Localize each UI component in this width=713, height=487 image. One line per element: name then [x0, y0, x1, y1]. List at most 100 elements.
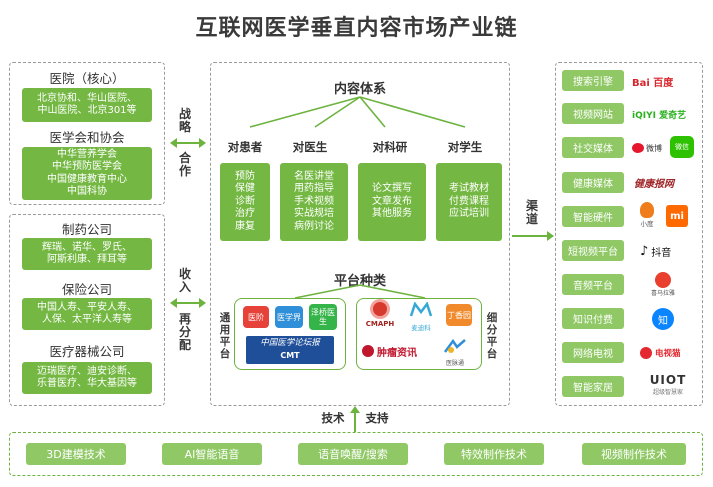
patient-line-4: 治疗 — [235, 208, 255, 220]
pharma-box: 辉瑞、诺华、罗氏、 阿斯利康、拜耳等 — [22, 238, 152, 270]
uiot-logo: UIOT 超级智慧家 — [640, 373, 696, 401]
niche-platform-label: 细分平台 — [486, 312, 498, 360]
dingxiang-logo: 丁香园 — [446, 304, 472, 326]
mini-app-logo: 医脉通 — [438, 338, 472, 367]
research-box: 论文撰写 文章发布 其他服务 — [358, 163, 426, 241]
baidu-logo: Bai 百度 — [632, 77, 674, 89]
douyin-note-icon: ♪ — [640, 243, 649, 259]
channel-paid-knowledge: 知识付费 — [562, 308, 624, 329]
hospital-line-1: 北京协和、华山医院、 — [37, 92, 137, 104]
page-title: 互联网医学垂直内容市场产业链 — [195, 16, 518, 41]
general-platform-box — [234, 298, 346, 370]
channel-smart-home: 智能家居 — [562, 376, 624, 397]
weibo-icon — [632, 143, 644, 153]
uiot-sub-text: 超级智慧家 — [652, 389, 683, 396]
weibo-logo: 微博 — [632, 139, 666, 157]
student-line-1: 考试教材 — [449, 183, 489, 195]
zhongliu-icon — [362, 345, 374, 357]
device-line-1: 迈瑞医疗、迪安诊断、 — [37, 365, 137, 377]
hospital-line-2: 中山医院、北京301等 — [37, 105, 137, 116]
cmt-logo: 中国医学论坛报 CMT — [246, 336, 334, 364]
cmaph-logo: CMAPH — [362, 302, 398, 332]
insurance-line-1: 中国人寿、平安人寿、 — [37, 301, 137, 313]
channel-short-video: 短视频平台 — [562, 240, 624, 261]
blue-m-text: 麦迪科 — [411, 324, 431, 332]
xiaodu-text: 小度 — [640, 220, 654, 228]
assoc-line-2: 中华预防医学会 — [52, 161, 122, 172]
patient-line-2: 保健 — [235, 183, 255, 195]
tech-effects: 特效制作技术 — [444, 443, 544, 465]
hospital-title: 医院（核心） — [49, 71, 125, 86]
doctor-line-4: 实战规培 — [294, 208, 334, 220]
assoc-title: 医学会和协会 — [49, 130, 125, 145]
wechat-logo: 微信 — [670, 136, 694, 158]
ximalaya-text: 喜马拉雅 — [650, 290, 675, 297]
channel-network-tv: 网络电视 — [562, 342, 624, 363]
student-line-2: 付费课程 — [449, 195, 489, 207]
income-label-2: 再分配 — [178, 312, 191, 352]
pharma-line-2: 阿斯利康、拜耳等 — [47, 254, 127, 265]
research-line-3: 其他服务 — [372, 208, 412, 220]
channel-audio: 音频平台 — [562, 274, 624, 295]
device-line-2: 乐普医疗、华大基因等 — [37, 378, 137, 389]
tech-arrow — [350, 406, 360, 432]
tech-voice-wake: 语音唤醒/搜索 — [298, 443, 408, 465]
assoc-box: 中华营养学会 中华预防医学会 中国健康教育中心 中国科协 — [22, 147, 152, 200]
douyin-text: 抖音 — [651, 247, 672, 259]
yixuejie-logo: 医学界 — [275, 306, 303, 328]
tech-video-production: 视频制作技术 — [582, 443, 686, 465]
patient-line-3: 诊断 — [235, 195, 255, 207]
channel-video-site: 视频网站 — [562, 103, 624, 124]
tech-label: 技术 — [321, 411, 345, 425]
iqiyi-logo: iQIYI 爱奇艺 — [632, 110, 687, 121]
device-box: 迈瑞医疗、迪安诊断、 乐普医疗、华大基因等 — [22, 362, 152, 394]
m-shape-icon — [409, 301, 433, 317]
xiaodu-icon — [640, 202, 654, 218]
xiaomi-logo: mi — [666, 205, 688, 227]
device-title: 医疗器械公司 — [49, 344, 125, 359]
right-group — [555, 62, 703, 406]
doctor-line-3: 手术视频 — [294, 195, 334, 207]
strategy-label-2: 合作 — [178, 151, 191, 178]
income-arrow — [170, 298, 206, 308]
patient-box: 预防 保健 诊断 治疗 康复 — [220, 163, 270, 241]
zhongliu-logo: 肿瘤资讯 — [362, 342, 432, 360]
col-head-student: 对学生 — [447, 140, 483, 154]
strategy-arrow — [170, 138, 206, 148]
wechat-text: 微信 — [675, 143, 689, 151]
channel-label: 渠道 — [525, 199, 538, 226]
health-media-logo: 健康报网 — [634, 178, 674, 190]
channel-arrow — [512, 231, 554, 241]
uiot-text: UIOT — [649, 373, 687, 387]
strategy-label-1: 战略 — [178, 107, 191, 134]
insurance-box: 中国人寿、平安人寿、 人保、太平洋人寿等 — [22, 298, 152, 330]
pharma-line-1: 辉瑞、诺华、罗氏、 — [42, 241, 132, 253]
patient-line-1: 预防 — [235, 170, 255, 182]
cctv-logo: 电视猫 — [640, 344, 698, 362]
student-line-3: 应试培训 — [449, 208, 489, 220]
douyin-logo: ♪ 抖音 — [640, 242, 698, 260]
support-label: 支持 — [365, 411, 389, 425]
cmaph-flower-icon — [373, 302, 387, 316]
doctor-line-1: 名医讲堂 — [294, 170, 334, 182]
insurance-line-2: 人保、太平洋人寿等 — [42, 314, 132, 325]
blue-m-logo: 麦迪科 — [404, 301, 438, 332]
ximalaya-icon — [655, 272, 671, 288]
xiaodu-logo: 小度 — [634, 202, 660, 230]
channel-social-media: 社交媒体 — [562, 137, 624, 158]
mini-app-icon — [443, 338, 466, 353]
tech-row-group — [9, 432, 703, 476]
zhihu-logo: 知 — [652, 308, 674, 330]
patient-line-5: 康复 — [235, 220, 255, 232]
col-head-patient: 对患者 — [227, 140, 263, 154]
channel-smart-hardware: 智能硬件 — [562, 206, 624, 227]
platform-title: 平台种类 — [333, 274, 386, 289]
hospital-box: 北京协和、华山医院、 中山医院、北京301等 — [22, 88, 152, 122]
channel-search-engine: 搜索引擎 — [562, 70, 624, 91]
research-line-1: 论文撰写 — [372, 183, 412, 195]
income-label-1: 收入 — [178, 267, 191, 294]
tech-3d-modeling: 3D建模技术 — [26, 443, 126, 465]
assoc-line-4: 中国科协 — [67, 186, 107, 197]
col-head-research: 对科研 — [372, 140, 408, 154]
platform-tree-lines — [294, 284, 426, 299]
